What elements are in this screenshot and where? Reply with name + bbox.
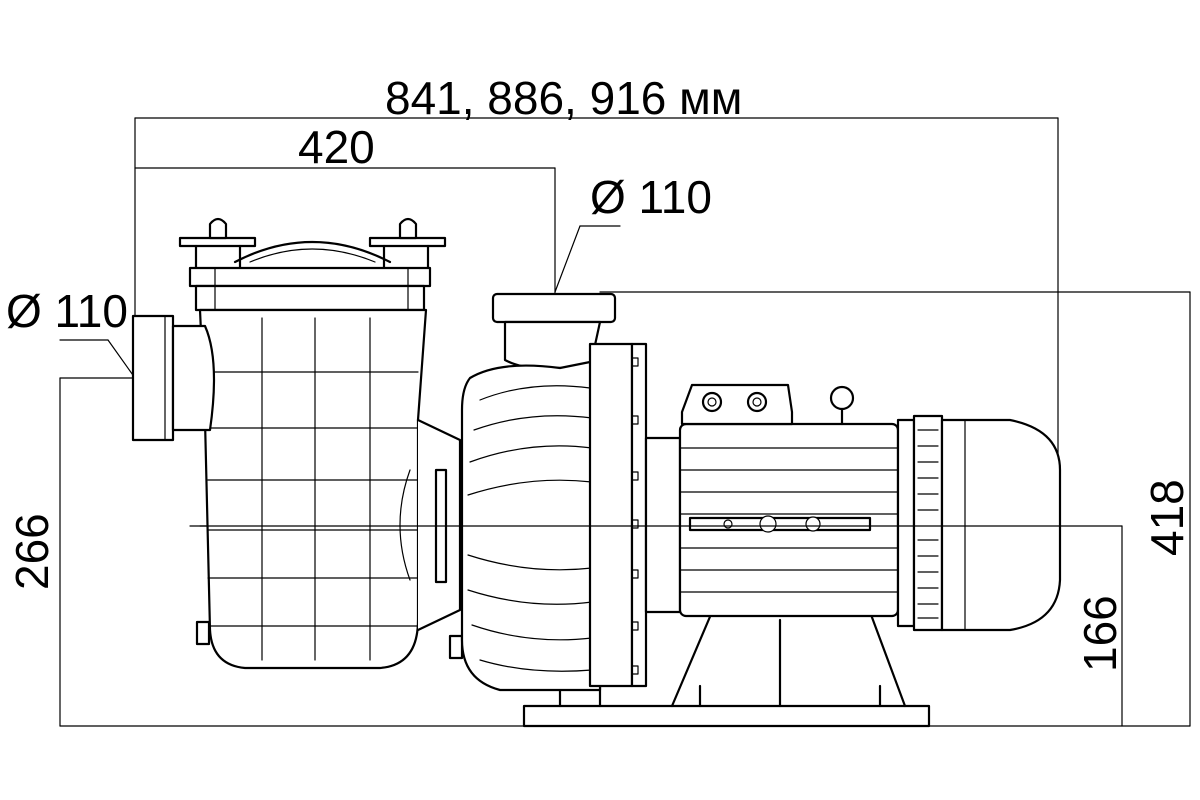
inlet-outlet-distance-label: 420 [298, 121, 375, 173]
volute-housing [460, 292, 648, 692]
overall-length-label: 841, 886, 916 мм [385, 72, 742, 124]
motor [644, 383, 1062, 632]
overall-height-label: 418 [1141, 479, 1193, 556]
outlet-diameter-label: Ø 110 [590, 171, 712, 223]
inlet-diameter-label: Ø 110 [6, 285, 128, 337]
inlet-height-label: 266 [6, 513, 58, 590]
inlet-pipe [131, 314, 216, 442]
axis-height-label: 166 [1074, 595, 1126, 672]
strainer-housing [178, 217, 447, 670]
